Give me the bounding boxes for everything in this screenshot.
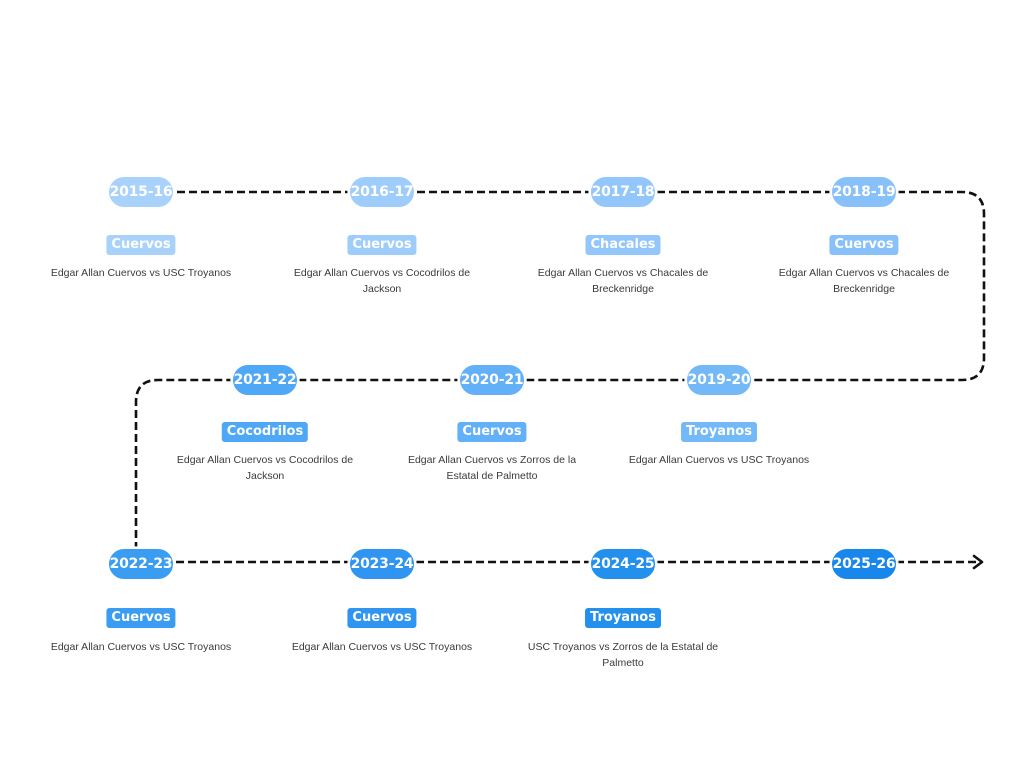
final-match-text: Edgar Allan Cuervos vs Chacales de Breck…: [778, 267, 950, 295]
winner-badge: Cuervos: [106, 608, 176, 628]
final-match-text: Edgar Allan Cuervos vs USC Troyanos: [50, 267, 232, 279]
final-match-text: Edgar Allan Cuervos vs USC Troyanos: [50, 641, 232, 653]
winner-badge: Cuervos: [829, 235, 899, 255]
season-pill: 2016-17: [348, 175, 416, 209]
timeline-route-line: [134, 190, 986, 564]
season-pill: 2015-16: [107, 175, 175, 209]
season-pill: 2018-19: [830, 175, 898, 209]
final-match-text: Edgar Allan Cuervos vs Chacales de Breck…: [537, 267, 709, 295]
final-match-text: Edgar Allan Cuervos vs USC Troyanos: [291, 641, 473, 653]
timeline-arrow-head-icon: [972, 554, 984, 570]
winner-badge: Cuervos: [457, 422, 527, 442]
season-pill: 2025-26: [830, 547, 898, 581]
final-match-text: Edgar Allan Cuervos vs Cocodrilos de Jac…: [293, 267, 471, 295]
winner-badge: Troyanos: [681, 422, 757, 442]
final-match-text: Edgar Allan Cuervos vs Zorros de la Esta…: [407, 454, 577, 482]
final-match-text: Edgar Allan Cuervos vs Cocodrilos de Jac…: [176, 454, 354, 482]
final-match-text: Edgar Allan Cuervos vs USC Troyanos: [628, 454, 810, 466]
season-pill: 2021-22: [231, 363, 299, 397]
winner-badge: Cuervos: [347, 235, 417, 255]
season-pill: 2019-20: [685, 363, 753, 397]
winner-badge: Cuervos: [106, 235, 176, 255]
season-pill: 2023-24: [348, 547, 416, 581]
season-pill: 2022-23: [107, 547, 175, 581]
winner-badge: Cocodrilos: [221, 422, 309, 442]
season-pill: 2024-25: [589, 547, 657, 581]
winner-badge: Chacales: [585, 235, 661, 255]
winner-badge: Cuervos: [347, 608, 417, 628]
final-match-text: USC Troyanos vs Zorros de la Estatal de …: [527, 641, 719, 669]
winner-badge: Troyanos: [585, 608, 661, 628]
season-pill: 2017-18: [589, 175, 657, 209]
season-pill: 2020-21: [458, 363, 526, 397]
